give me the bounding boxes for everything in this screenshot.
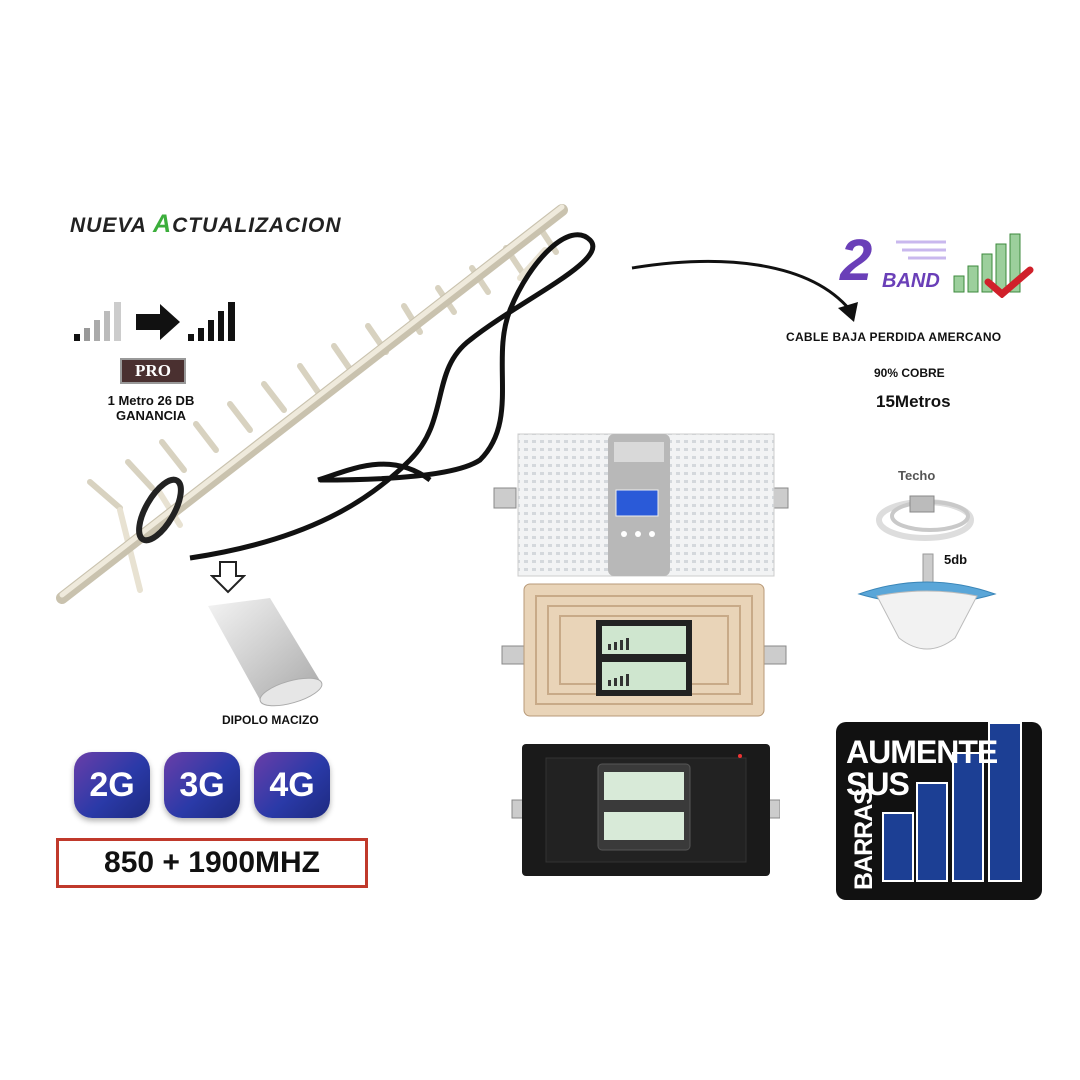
yagi-antenna-icon	[56, 204, 596, 604]
gain-label: 1 Metro 26 DB GANANCIA	[88, 393, 214, 423]
repeater-white-icon	[493, 433, 789, 577]
signal-upgrade-icon	[74, 302, 235, 341]
ceiling-gain-label: 5db	[944, 552, 968, 567]
band-number: 2	[840, 228, 873, 293]
dipole-label: DIPOLO MACIZO	[222, 713, 319, 727]
title-rest: CTUALIZACION	[172, 214, 342, 237]
boost-line2: SUS	[846, 766, 910, 802]
page-title: NUEVA ACTUALIZACION	[70, 210, 342, 239]
network-badge-2g: 2G	[74, 752, 150, 818]
boost-bar-3	[952, 752, 984, 882]
gain-line1: 1 Metro 26 DB	[107, 393, 195, 408]
boost-bar-2	[916, 782, 948, 882]
pro-badge: PRO	[120, 358, 186, 384]
gain-line2: GANANCIA	[115, 408, 187, 423]
cable-title: CABLE BAJA PERDIDA AMERCANO	[786, 330, 1002, 344]
cable-copper: 90% COBRE	[874, 366, 945, 380]
title-accent: A	[153, 210, 173, 238]
network-badge-4g: 4G	[254, 752, 330, 818]
curved-arrow-icon	[631, 259, 858, 322]
boost-line3: BARRAS	[850, 789, 878, 890]
network-badge-3g: 3G	[164, 752, 240, 818]
cable-length: 15Metros	[876, 392, 951, 411]
signal-check-icon	[953, 233, 1034, 298]
dipole-rod-icon	[208, 598, 323, 707]
boost-bar-4	[988, 722, 1022, 882]
down-arrow-icon	[210, 561, 246, 594]
speed-lines-icon	[896, 240, 946, 260]
boost-bars-badge: AUMENTE SUS BARRAS	[836, 722, 1042, 900]
band-word: BAND	[882, 270, 940, 292]
ceiling-antenna-icon	[857, 553, 997, 650]
title-prefix: NUEVA	[70, 214, 154, 237]
repeater-black-icon	[511, 744, 780, 876]
ceiling-label: Techo	[898, 468, 936, 483]
cable-coil-icon	[876, 495, 974, 541]
repeater-gold-icon	[501, 583, 787, 717]
frequency-label: 850 + 1900MHZ	[56, 838, 368, 888]
boost-bar-1	[882, 812, 914, 882]
boost-line1: AUMENTE	[846, 734, 998, 770]
